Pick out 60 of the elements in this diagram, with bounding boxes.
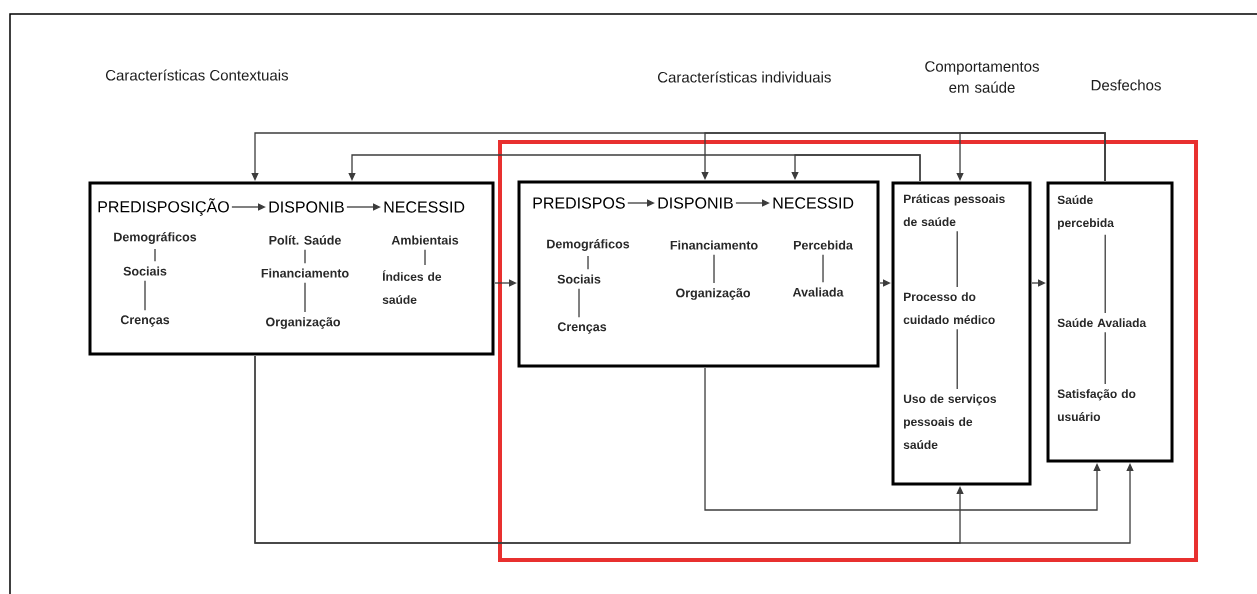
factor-text: Percebida: [793, 240, 853, 250]
factor-text: Crenças: [120, 315, 170, 327]
category-heading: PREDISPOSIÇÃO: [98, 198, 229, 216]
factor-text: Demográficos: [114, 232, 197, 244]
factor-text: Índices de saúde: [382, 270, 442, 304]
highlight-frame: [498, 140, 1198, 562]
connector-line: [144, 280, 146, 311]
category-heading: NECESSID: [773, 197, 854, 209]
arrow: [346, 203, 381, 211]
factor-text: Processo do cuidado médico: [903, 292, 995, 324]
factor-text: Crenças: [557, 322, 607, 334]
connector-line: [713, 254, 715, 284]
connector-line: [304, 249, 306, 264]
column-heading: Comportamentos em saúde: [925, 61, 1039, 93]
connector-line: [956, 230, 958, 288]
factor-text: Organização: [266, 317, 341, 329]
arrow: [254, 355, 964, 544]
factor-text: Ambientais: [391, 235, 459, 245]
factor-text: Financiamento: [670, 240, 758, 250]
arrow: [627, 199, 655, 207]
factor-text: Satisfação do usuário: [1057, 389, 1136, 421]
factor-text: Polít. Saúde: [269, 235, 341, 245]
column-heading: Características Contextuais: [105, 69, 289, 81]
connector-line: [154, 248, 156, 262]
column-heading: Características individuais: [658, 71, 831, 83]
arrow: [704, 367, 1101, 511]
connector-line: [822, 254, 824, 283]
connector-line: [304, 282, 306, 313]
factor-text: Sociais: [557, 274, 601, 284]
connector-line: [424, 249, 426, 266]
arrow: [231, 203, 266, 211]
factor-text: Sociais: [123, 266, 167, 276]
factor-text: Organização: [676, 288, 751, 300]
connector-line: [1104, 234, 1106, 314]
column-heading: Desfechos: [1091, 79, 1161, 91]
arrow: [1031, 279, 1046, 287]
factor-text: Uso de serviços pessoais de saúde: [903, 394, 997, 449]
category-heading: NECESSID: [384, 201, 465, 213]
factor-text: Saúde Avaliada: [1057, 318, 1147, 328]
category-heading: DISPONIB: [269, 201, 344, 213]
arrow: [879, 279, 891, 287]
framework-box: [1046, 181, 1174, 463]
factor-text: Avaliada: [792, 287, 844, 297]
arrow: [956, 132, 1106, 182]
connector-line: [587, 255, 589, 270]
arrow: [494, 279, 517, 287]
category-heading: PREDISPOS: [533, 197, 625, 209]
framework-box: [891, 181, 1032, 486]
connector-line: [1104, 331, 1106, 385]
connector-line: [956, 328, 958, 390]
factor-text: Práticas pessoais de saúde: [903, 194, 1005, 227]
connector-line: [578, 288, 580, 318]
factor-text: Saúde percebida: [1057, 195, 1114, 230]
category-heading: DISPONIB: [658, 197, 733, 209]
arrow: [735, 199, 770, 207]
factor-text: Financiamento: [261, 268, 349, 278]
factor-text: Demográficos: [547, 239, 630, 251]
framework-box: [88, 181, 495, 356]
arrow: [791, 154, 921, 182]
framework-box: [517, 180, 880, 368]
